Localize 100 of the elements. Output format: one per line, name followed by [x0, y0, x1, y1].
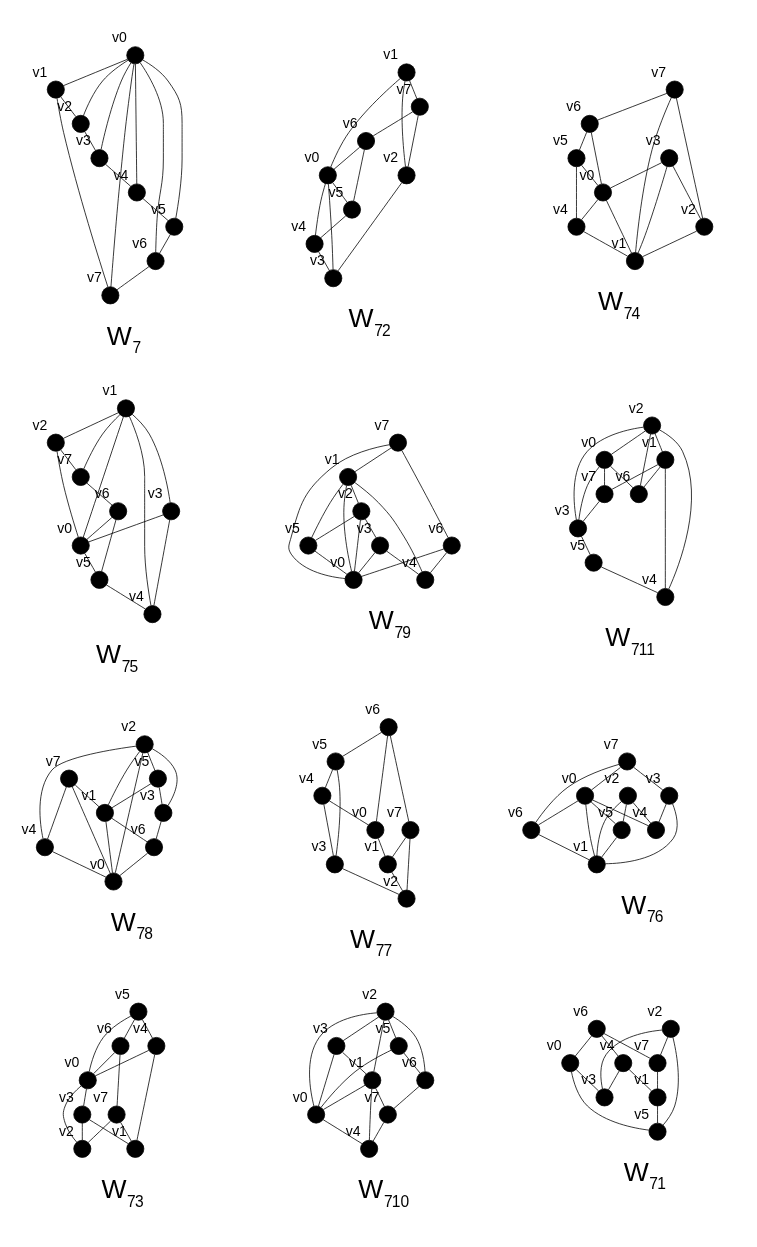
node-label: v3 [147, 485, 163, 502]
connector [608, 1070, 620, 1091]
connector [74, 784, 100, 808]
connector [392, 837, 407, 858]
connector [84, 552, 96, 573]
node-label: v1 [81, 786, 97, 803]
node-label: v4 [599, 1037, 615, 1054]
connector [401, 450, 449, 538]
connector [637, 166, 668, 254]
node-circle [618, 786, 637, 805]
connector [62, 412, 119, 439]
connector [579, 131, 588, 151]
connector [603, 1033, 651, 1059]
connector [111, 783, 152, 809]
node-label: v3 [76, 132, 91, 149]
node-label: v1 [324, 451, 340, 468]
node-label: v6 [342, 115, 358, 132]
node-circle [378, 855, 397, 874]
connector [153, 519, 171, 606]
connector [88, 1015, 132, 1073]
node-label: v5 [553, 132, 568, 149]
node-circle [626, 252, 644, 270]
node-label: v1 [573, 838, 589, 855]
connector [88, 514, 164, 543]
connector [333, 146, 361, 170]
connector [142, 198, 169, 222]
connector [323, 803, 334, 857]
node-label: v4 [21, 821, 37, 838]
connector [342, 868, 400, 895]
connector [610, 162, 663, 189]
node-circle [661, 1019, 680, 1038]
connector [571, 1071, 650, 1131]
connector [116, 1054, 121, 1107]
connector [337, 182, 403, 272]
connector [392, 1016, 426, 1072]
node-label: v4 [298, 769, 314, 786]
node-label: v3 [313, 1020, 328, 1037]
node-label: v6 [507, 804, 523, 821]
node-label: v4 [132, 1020, 148, 1037]
node-circle [587, 1019, 606, 1038]
node-label: v5 [375, 1020, 391, 1037]
connector [56, 97, 109, 288]
connector [676, 97, 703, 219]
node-circle [95, 803, 114, 822]
node-circle [595, 485, 614, 504]
connector [372, 1121, 385, 1142]
connector [354, 447, 392, 473]
connector [578, 466, 600, 520]
node-label: v0 [57, 519, 73, 536]
node-label: v2 [58, 1122, 74, 1139]
node-circle [360, 1139, 379, 1158]
connector [116, 266, 150, 291]
node-circle [363, 1071, 382, 1090]
node-circle [416, 1071, 435, 1090]
node-circle [101, 286, 120, 305]
connector [83, 414, 121, 470]
node-circle [389, 433, 407, 452]
node-label: v0 [304, 149, 320, 166]
connector [596, 801, 622, 857]
connector [592, 799, 649, 827]
connector [56, 450, 79, 538]
node-label: v6 [615, 468, 631, 485]
connector [309, 1012, 378, 1107]
node-label: v3 [554, 502, 570, 519]
connector [159, 234, 171, 254]
node-circle [648, 1054, 667, 1073]
node-circle [561, 1054, 580, 1073]
connector [364, 518, 377, 539]
connector [576, 166, 577, 219]
node-circle [648, 1122, 667, 1141]
connector [635, 97, 672, 253]
node-circle [307, 1105, 326, 1124]
node-label: v2 [121, 718, 137, 735]
connector [642, 230, 697, 258]
node-label: v4 [291, 217, 307, 234]
node-label: v3 [58, 1088, 74, 1105]
node-circle [318, 166, 337, 185]
connector [601, 837, 618, 858]
node-circle [162, 502, 181, 521]
node-circle [127, 183, 146, 202]
connector [318, 1054, 335, 1107]
node-label: v2 [628, 399, 644, 416]
node-label: v6 [132, 235, 147, 252]
connector [123, 1019, 135, 1039]
node-circle [522, 821, 541, 839]
node-circle [648, 1088, 667, 1107]
node-label: v6 [573, 1002, 589, 1019]
node-circle [366, 821, 385, 839]
connector [659, 429, 692, 590]
node-label: v1 [111, 1122, 127, 1139]
connector [373, 1019, 385, 1073]
connector [39, 745, 137, 839]
connector [622, 804, 627, 822]
connector [654, 433, 663, 453]
node-label: v4 [345, 1122, 361, 1139]
connector [328, 800, 369, 826]
connector [350, 484, 359, 504]
connector [318, 251, 330, 271]
connector [87, 1120, 111, 1143]
node-circle [135, 735, 154, 754]
